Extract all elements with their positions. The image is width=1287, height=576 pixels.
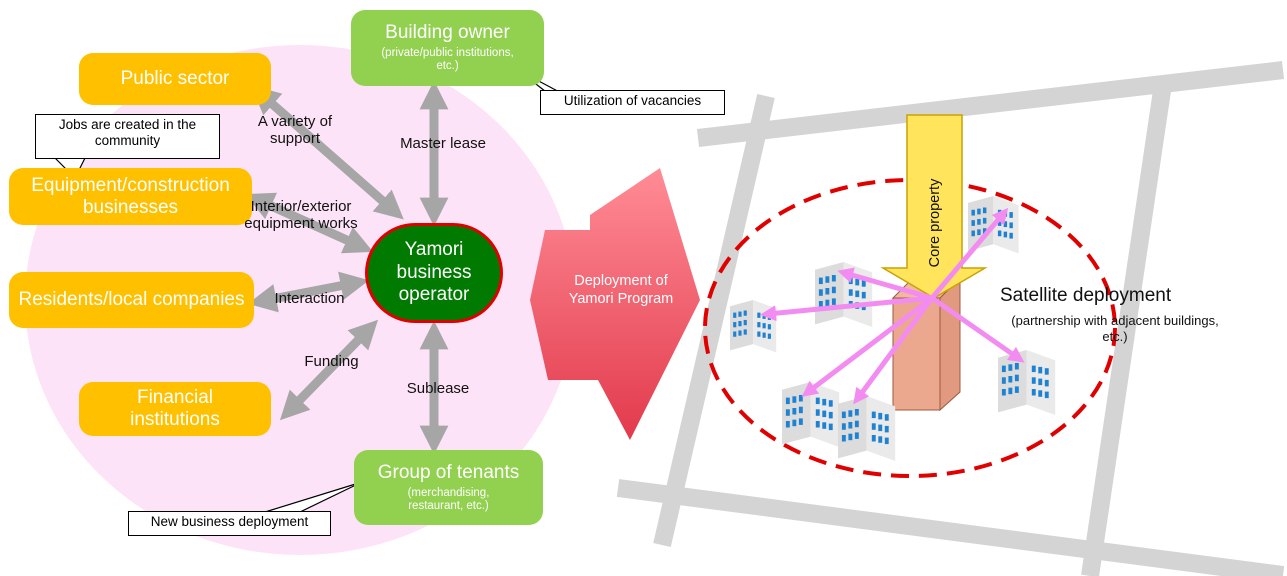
- deployment-boundary: [703, 178, 1117, 478]
- core-property-label: Core property: [927, 178, 943, 268]
- arrow-funding: [279, 319, 379, 421]
- arrow-interaction: [247, 271, 370, 313]
- satellite-deployment-title: Satellite deployment: [1000, 285, 1172, 306]
- callout-jobs-created: Jobs are created in the community: [35, 114, 220, 159]
- operator-line-1: Yamori: [404, 238, 464, 260]
- equipment-businesses-label: Equipment/construction businesses: [31, 174, 230, 218]
- arrow-support: [251, 85, 404, 220]
- operator-line-2: business: [396, 261, 472, 283]
- actor-residents: Residents/local companies: [9, 272, 254, 328]
- label-master-lease: Master lease: [400, 135, 486, 152]
- actor-financial-institutions: Financial institutions: [79, 382, 271, 436]
- actor-public-sector-label: Public sector: [120, 68, 230, 90]
- label-sublease: Sublease: [406, 380, 470, 397]
- label-equipment-works: Interior/exterior equipment works: [244, 198, 358, 233]
- actor-public-sector: Public sector: [79, 53, 271, 105]
- label-interaction: Interaction: [274, 290, 345, 307]
- label-funding: Funding: [304, 353, 359, 370]
- building-owner-subtitle: (private/public institutions, etc.): [381, 47, 514, 73]
- building-owner-title: Building owner: [385, 22, 510, 44]
- street-grid: [616, 61, 1285, 576]
- satellite-building: [838, 396, 896, 461]
- satellite-building: [730, 300, 777, 353]
- actor-building-owner: Building owner (private/public instituti…: [351, 10, 544, 86]
- callout-new-business-deployment: New business deployment: [128, 511, 331, 536]
- group-of-tenants-subtitle: (merchandising, restaurant, etc.): [407, 486, 490, 512]
- partnership-arrows: [760, 207, 1025, 405]
- group-of-tenants-title: Group of tenants: [377, 461, 520, 483]
- label-variety-of-support: A variety of support: [257, 113, 333, 148]
- operator-line-3: operator: [398, 284, 470, 306]
- callout-utilization-of-vacancies: Utilization of vacancies: [540, 90, 725, 115]
- actor-group-of-tenants: Group of tenants (merchandising, restaur…: [354, 450, 543, 525]
- deployment-of-yamori-program: Deployment of Yamori Program: [568, 273, 674, 308]
- actor-equipment-businesses: Equipment/construction businesses: [9, 168, 252, 225]
- residents-label: Residents/local companies: [18, 289, 245, 311]
- financial-institutions-label: Financial institutions: [130, 387, 220, 430]
- satellite-building: [998, 350, 1056, 415]
- satellite-building: [814, 262, 873, 327]
- yamori-business-operator: Yamori business operator: [365, 223, 503, 323]
- arrow-works: [244, 192, 374, 254]
- satellite-deployment-subtitle: (partnership with adjacent buildings, et…: [1011, 313, 1219, 344]
- deployment-arrow: [530, 168, 700, 440]
- core-property-arrow: [880, 114, 988, 299]
